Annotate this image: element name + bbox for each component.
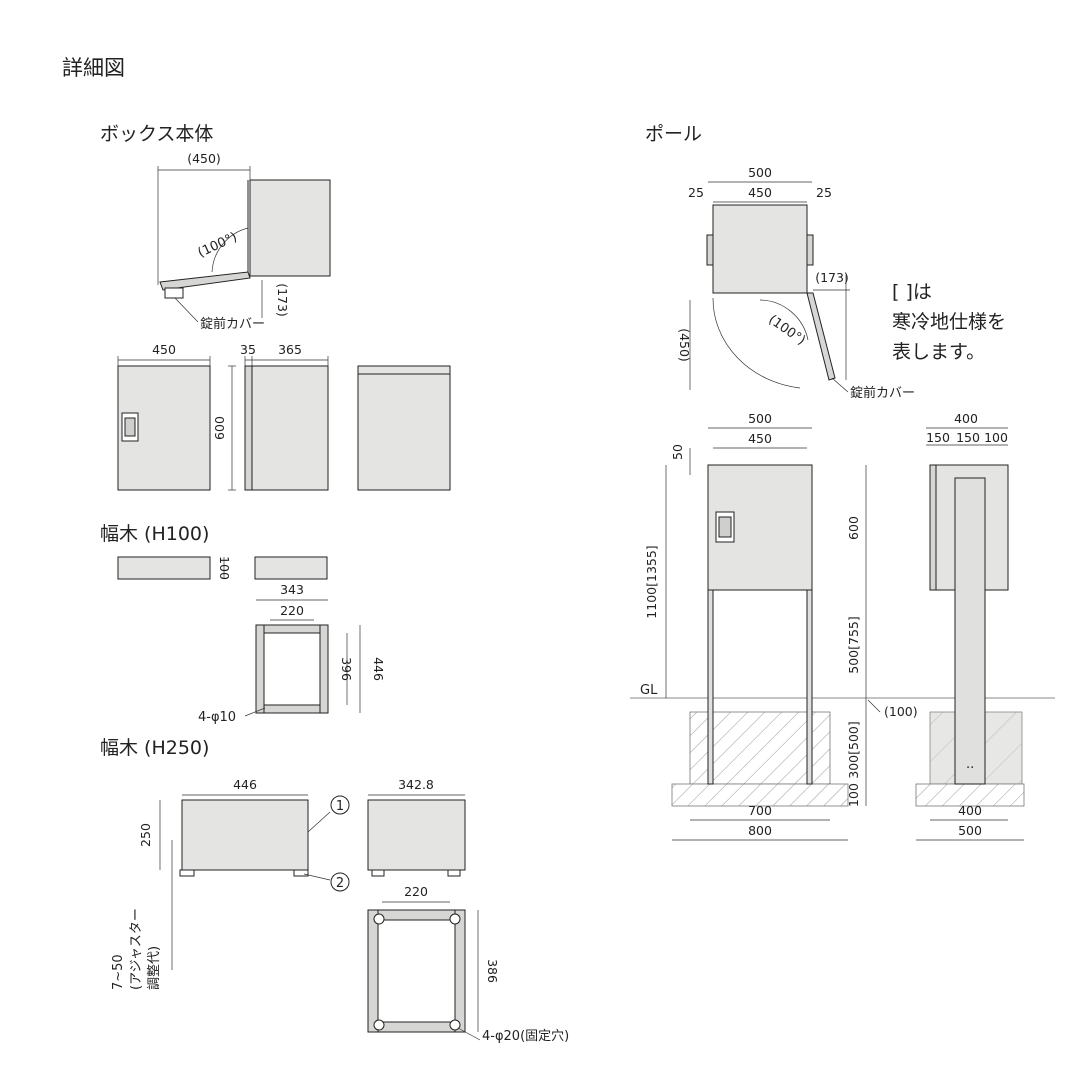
dim-pole-top-25-right: 25	[816, 185, 832, 200]
pole-lock-cover-label: 錠前カバー	[850, 385, 915, 401]
dim-base100-446: 446	[371, 657, 386, 681]
pole-base-mark: ..	[966, 757, 974, 772]
base-h250-views: 446 250 7~50 (アジャスター 調整代) 1 2 342.8 220	[111, 777, 569, 1044]
dim-base250-446: 446	[233, 777, 257, 792]
drawing-title: 詳細図	[62, 56, 125, 80]
dim-height-600: 600	[212, 416, 227, 440]
dim-box-open-height: (173)	[275, 283, 290, 317]
dim-side-35: 35	[240, 342, 256, 357]
dim-pole-300: 300[500]	[846, 721, 861, 778]
dim-base100-height: 100	[217, 556, 232, 580]
dim-pole-side-400-base: 400	[958, 803, 982, 818]
section-base-h250: 幅木 (H250)	[100, 737, 209, 759]
dim-side-365: 365	[278, 342, 302, 357]
dim-base100-343: 343	[280, 582, 304, 597]
dim-pole-1100: 1100[1355]	[644, 545, 659, 618]
dim-pole-100-embed: (100)	[884, 704, 918, 719]
section-box-body: ボックス本体	[100, 123, 213, 145]
dim-base250-250: 250	[138, 823, 153, 847]
box-front-view: 450 600	[117, 342, 236, 491]
box-open-side-view: (450) (100°) (173) 錠前カバー	[157, 151, 331, 332]
box-door-angle: (100°)	[196, 230, 240, 261]
dim-pole-500: 500[755]	[846, 616, 861, 673]
dim-base250-3428: 342.8	[398, 777, 434, 792]
note-line-1: [ ]は	[892, 281, 932, 303]
pole-side-view: 400 150 150 100 .. 400 500	[915, 411, 1025, 841]
dim-base100-396: 396	[339, 657, 354, 681]
dim-pole-side-150-a: 150	[926, 430, 950, 445]
dim-pole-side-500: 500	[958, 823, 982, 838]
base-h100-views: 100 343 220 396 446 4-φ10	[117, 556, 386, 725]
note-line-2: 寒冷地仕様を	[892, 311, 1006, 333]
dim-pole-side-100: 100	[984, 430, 1008, 445]
dim-pole-top-173: (173)	[815, 270, 849, 285]
box-back-view	[357, 365, 451, 491]
section-base-h100: 幅木 (H100)	[100, 523, 209, 545]
pole-top-view: 500 450 25 25 (173) (450) (100°) 錠前カバー	[677, 165, 915, 401]
section-pole: ポール	[645, 123, 702, 145]
dim-pole-front-500: 500	[748, 411, 772, 426]
box-side-view: 35 365	[240, 342, 329, 491]
callout-1: 1	[336, 799, 344, 814]
pole-door-angle: (100°)	[765, 312, 808, 348]
dim-pole-top-500: 500	[748, 165, 772, 180]
ground-level-label: GL	[640, 683, 658, 698]
dim-pole-100-base: 100	[846, 783, 861, 807]
dim-pole-front-450: 450	[748, 431, 772, 446]
dim-base100-220: 220	[280, 603, 304, 618]
base250-holes-label: 4-φ20(固定穴)	[482, 1029, 569, 1044]
box-lock-cover-label: 錠前カバー	[200, 316, 265, 332]
pole-front-view: 500 450 GL 1100[1355] 50 600 500[755] 30…	[630, 411, 1055, 841]
dim-pole-side-150-b: 150	[956, 430, 980, 445]
dim-pole-top-450v: (450)	[677, 328, 692, 362]
dim-pole-700: 700	[748, 803, 772, 818]
dim-base250-220: 220	[404, 884, 428, 899]
callout-2: 2	[336, 876, 344, 891]
base100-holes-label: 4-φ10	[198, 710, 236, 725]
dim-pole-top-25-left: 25	[688, 185, 704, 200]
adjuster-label: (アジャスター	[129, 908, 144, 990]
dim-pole-50: 50	[670, 444, 685, 460]
dim-pole-800: 800	[748, 823, 772, 838]
dim-pole-600: 600	[846, 516, 861, 540]
adjuster-range: 7~50	[111, 954, 126, 990]
note-line-3: 表します。	[892, 341, 985, 363]
dim-base250-386: 386	[485, 959, 500, 983]
adjuster-label-2: 調整代)	[147, 946, 162, 990]
dim-pole-top-450: 450	[748, 185, 772, 200]
dim-pole-side-400: 400	[954, 411, 978, 426]
dim-box-open-width: (450)	[187, 151, 221, 166]
dim-front-width: 450	[152, 342, 176, 357]
